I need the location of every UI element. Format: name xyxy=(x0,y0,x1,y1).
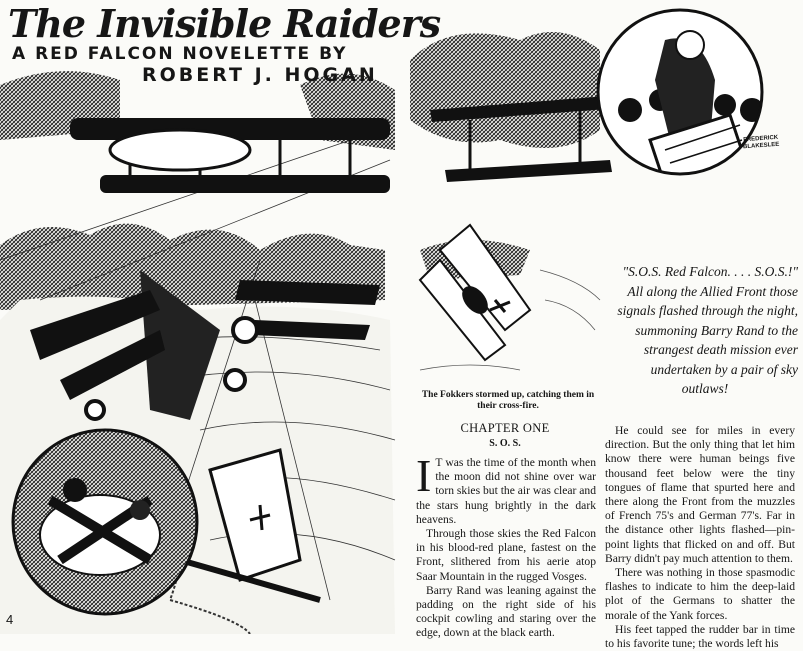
paragraph: Through those skies the Red Falcon in hi… xyxy=(416,527,596,583)
paragraph: He could see for miles in every directio… xyxy=(605,424,795,565)
trench-inset-illustration xyxy=(11,428,199,616)
illustration-caption: The Fokkers stormed up, catching them in… xyxy=(421,390,595,411)
right-top-illustration xyxy=(410,32,622,371)
page-number: 4 xyxy=(6,612,14,627)
illustration xyxy=(0,8,764,634)
giant-inset-illustration xyxy=(596,8,764,176)
blurb-text: "S.O.S. Red Falcon. . . . S.O.S.!" All a… xyxy=(617,264,798,377)
text-column-2: He could see for miles in every directio… xyxy=(605,424,795,651)
paragraph-text: T was the time of the month when the moo… xyxy=(416,456,596,526)
paragraph: There was nothing in those spasmodic fla… xyxy=(605,566,795,622)
story-title: The Invisible Raiders xyxy=(8,1,441,46)
chapter-subheading: S. O. S. xyxy=(489,438,521,449)
paragraph: Barry Rand was leaning against the paddi… xyxy=(416,583,596,640)
drop-cap: I xyxy=(416,450,432,501)
story-author: ROBERT J. HOGAN xyxy=(142,64,378,86)
blurb-last-line: outlaws! xyxy=(681,381,729,396)
chapter-heading: CHAPTER ONE xyxy=(460,421,550,435)
paragraph: His feet tapped the rudder bar in time t… xyxy=(605,622,795,651)
story-blurb: "S.O.S. Red Falcon. . . . S.O.S.!" All a… xyxy=(612,262,798,399)
story-subtitle: A RED FALCON NOVELETTE BY xyxy=(12,44,348,64)
